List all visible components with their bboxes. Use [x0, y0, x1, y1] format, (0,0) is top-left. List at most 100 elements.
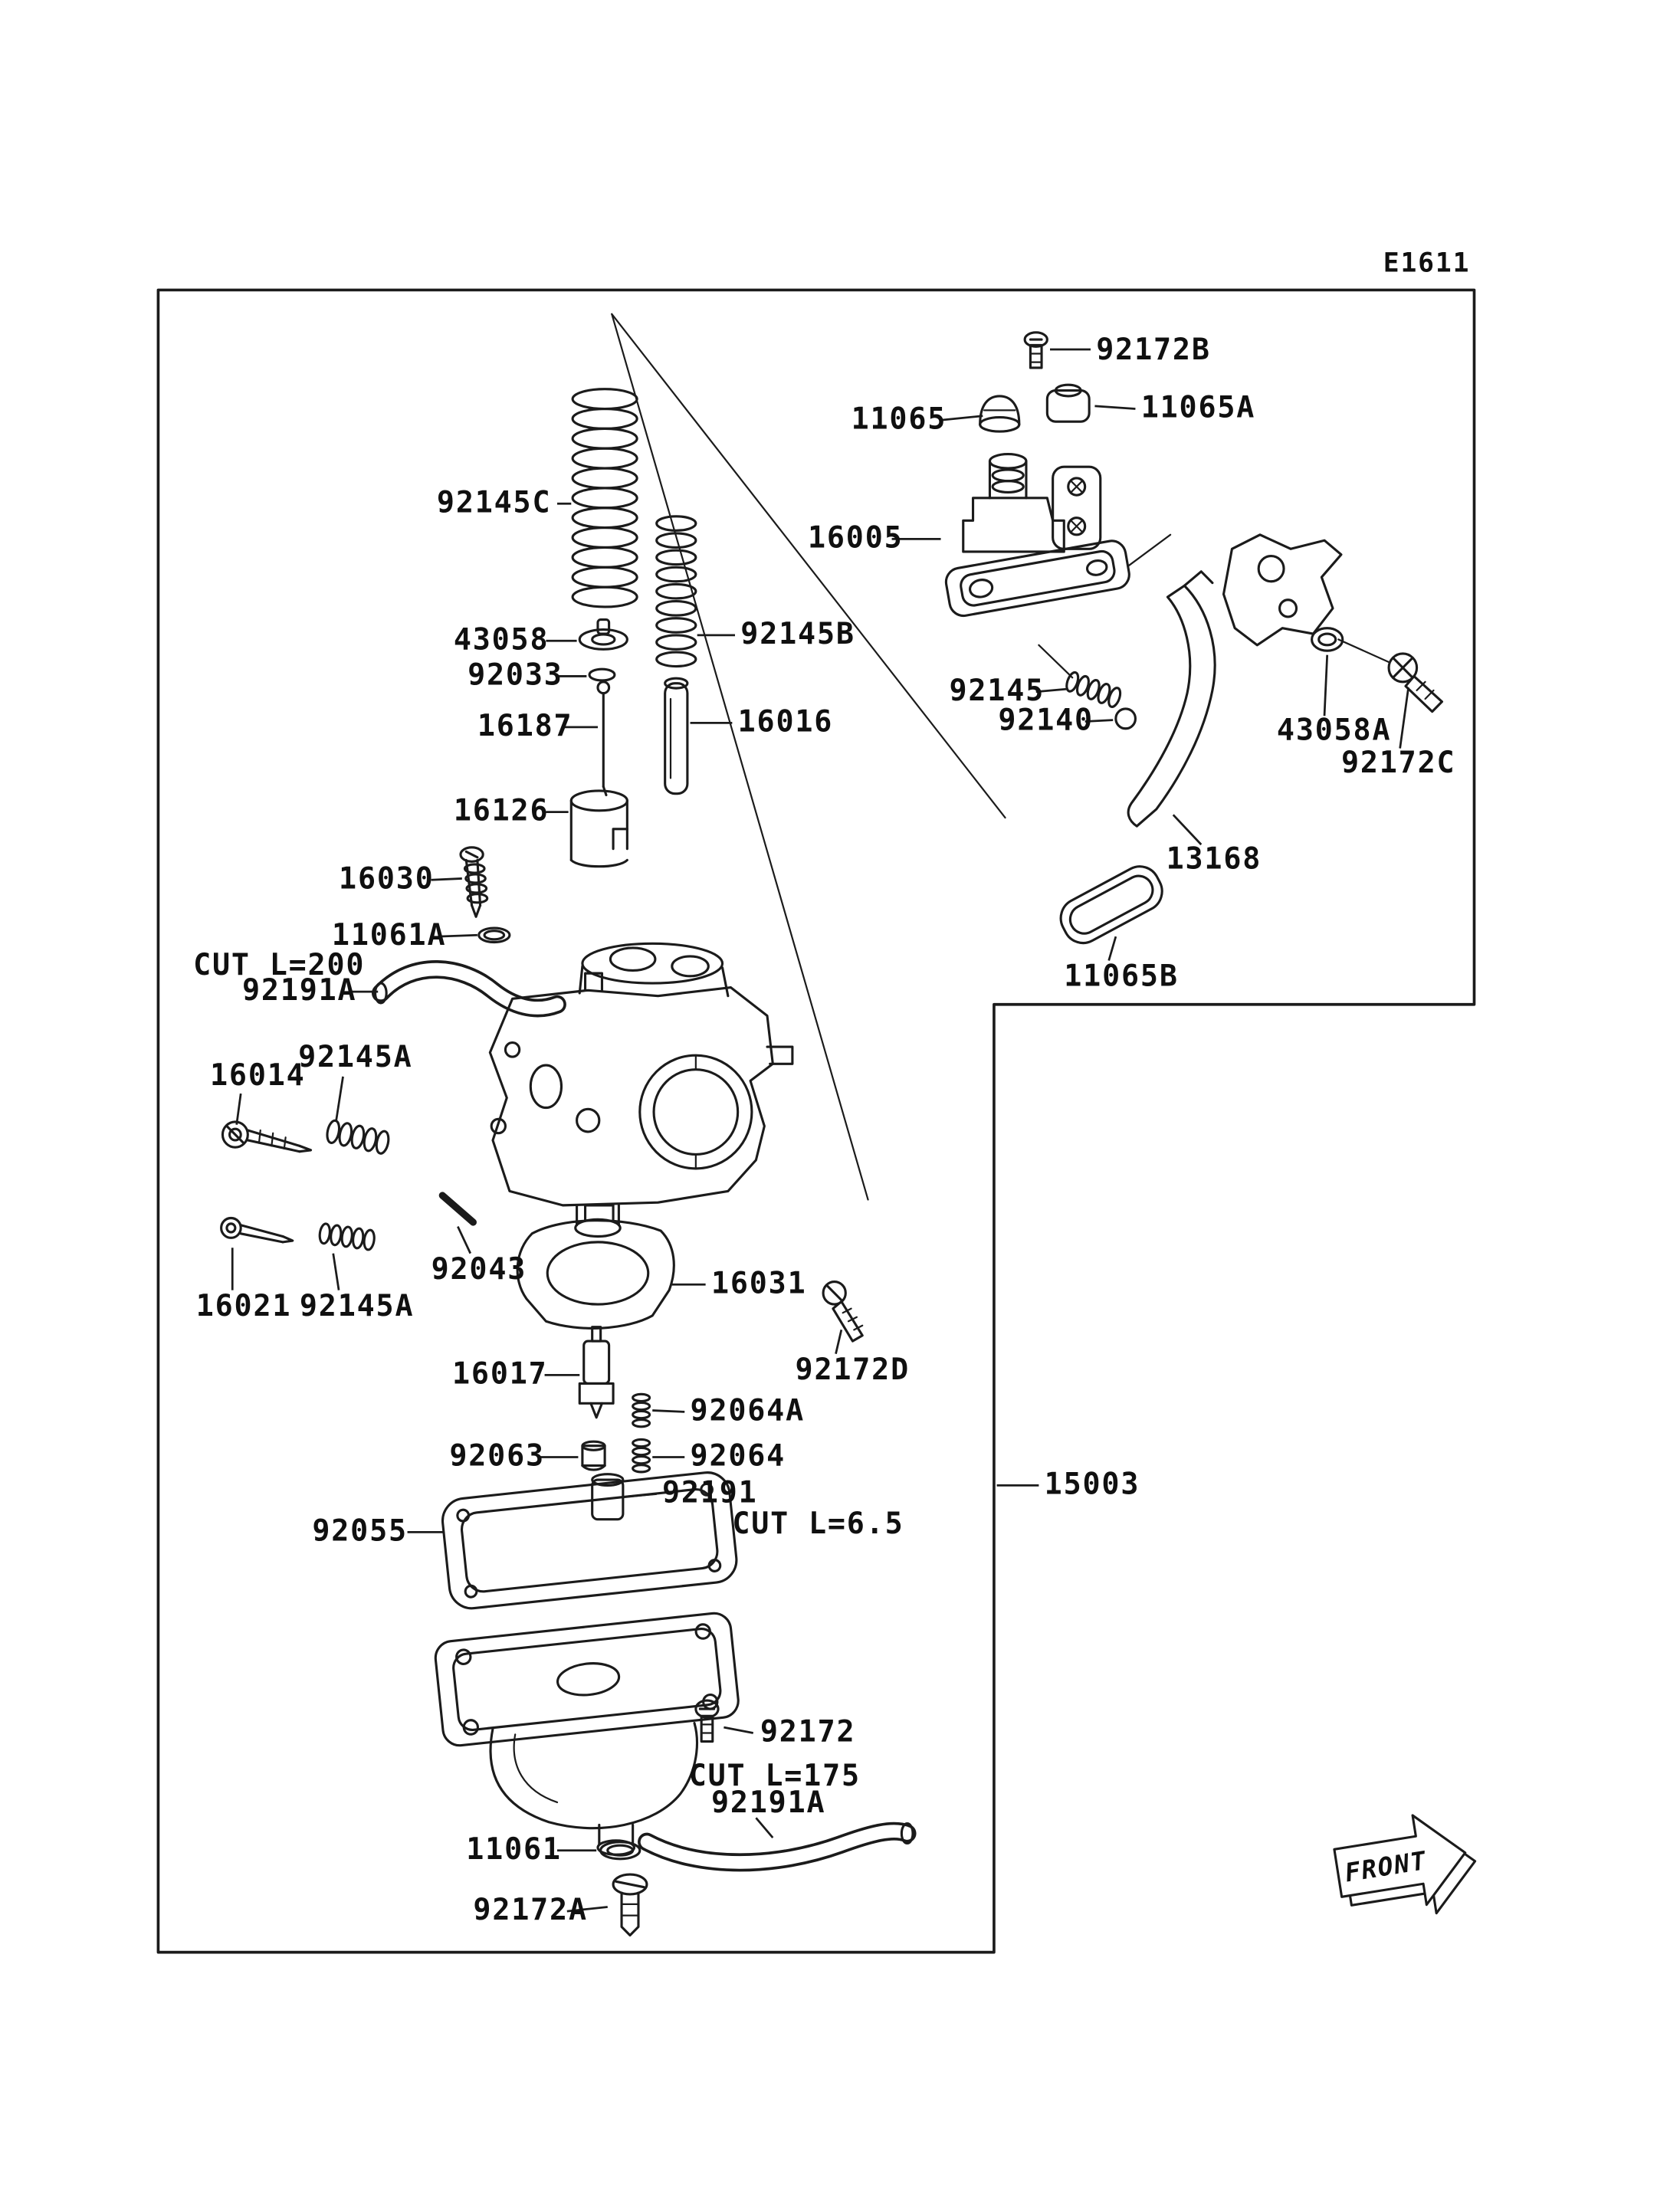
leader-line-11065A: [1094, 405, 1136, 410]
part-label-16005: 16005: [808, 520, 904, 555]
diagram-border: [156, 288, 1476, 1954]
screw-92172B: [1023, 331, 1048, 369]
axis-line-92172C: [1337, 638, 1390, 664]
page-code: E1611: [1383, 248, 1471, 278]
part-label-CUT-L=175: CUT L=175: [689, 1759, 861, 1793]
part-label-92172: 92172: [760, 1714, 856, 1749]
screw-92172: [694, 1699, 720, 1743]
part-label-92191A: 92191A: [242, 973, 356, 1008]
part-label-92064A: 92064A: [691, 1393, 805, 1428]
leader-line-92191: [625, 1493, 657, 1498]
spring-92145: [1065, 671, 1122, 708]
part-label-92055: 92055: [312, 1513, 408, 1548]
part-label-13168: 13168: [1166, 841, 1262, 876]
choke-lever-13168: [1127, 570, 1216, 828]
axis-line-92145: [1038, 644, 1074, 679]
spring-seat-43058: [578, 618, 628, 651]
leader-line-92145A: [332, 1253, 340, 1290]
throttle-valve-16126: [569, 789, 628, 868]
part-label-92145C: 92145C: [437, 485, 551, 520]
throttle-bracket: [1127, 533, 1343, 647]
part-label-92064: 92064: [691, 1438, 786, 1473]
vent-hose-92191A: [371, 960, 566, 1018]
needle-clip-92033: [588, 667, 616, 682]
idle-screw-16030: [459, 846, 489, 918]
carburetor-body: [488, 942, 794, 1238]
diagram-drawing: [220, 313, 1444, 1937]
leader-line-92191A: [755, 1817, 774, 1838]
leader-line-16014: [235, 1093, 242, 1125]
part-label-16126: 16126: [454, 794, 550, 828]
leader-line-92172C: [1399, 687, 1409, 749]
part-label-43058: 43058: [454, 622, 550, 657]
part-label-92172D: 92172D: [796, 1353, 910, 1387]
spring-92145C: [571, 388, 638, 608]
spring-92064A: [632, 1392, 651, 1428]
part-label-16187: 16187: [477, 709, 573, 743]
rod-16016: [664, 677, 689, 795]
spring-92064: [632, 1438, 651, 1474]
part-label-CUT-L=200: CUT L=200: [193, 948, 365, 982]
screw-16021: [220, 1216, 294, 1244]
front-arrow-body: [1333, 1814, 1467, 1907]
o-ring-11061: [599, 1841, 641, 1861]
part-label-92140: 92140: [998, 703, 1094, 737]
leader-line-13168: [1172, 814, 1203, 846]
part-label-11065: 11065: [851, 402, 947, 436]
part-label-11065B: 11065B: [1064, 959, 1178, 994]
front-arrow: FRONT: [1333, 1814, 1477, 1915]
part-label-92172B: 92172B: [1096, 333, 1210, 367]
part-label-92145A: 92145A: [298, 1040, 412, 1074]
assembly-reference-lines: [611, 313, 1006, 1201]
part-label-15003: 15003: [1045, 1467, 1140, 1501]
spring-92145A-upper: [326, 1119, 390, 1155]
screw-92172D: [822, 1280, 864, 1343]
leader-line-11065B: [1107, 936, 1117, 961]
part-label-92063: 92063: [449, 1438, 545, 1473]
part-label-92043: 92043: [431, 1252, 527, 1287]
leader-line-11065: [940, 415, 983, 421]
part-label-43058A: 43058A: [1277, 713, 1391, 747]
drain-hose-92191A: [638, 1822, 917, 1872]
part-label-11065A: 11065A: [1141, 390, 1255, 425]
boot-11065B: [1059, 865, 1163, 945]
jet-needle-16187: [596, 680, 611, 797]
part-label-92145: 92145: [949, 674, 1045, 708]
part-label-92172A: 92172A: [473, 1893, 587, 1927]
part-label-16031: 16031: [711, 1266, 807, 1300]
part-labels-layer: 92172B 11065 11065A 16005 92145C 43058 92145B 9…: [193, 333, 1455, 1927]
cap-11065A: [1045, 383, 1091, 423]
part-label-92172C: 92172C: [1341, 746, 1455, 780]
leader-line-92043: [457, 1225, 471, 1254]
leader-line-43058A: [1323, 654, 1329, 716]
part-label-16016: 16016: [738, 704, 834, 739]
starter-assembly-16005: [944, 453, 1130, 618]
part-label-92033: 92033: [468, 657, 563, 692]
leader-line-92172D: [835, 1330, 843, 1355]
part-label-11061A: 11061A: [332, 918, 446, 953]
ball-92140: [1114, 707, 1137, 730]
part-label-11061: 11061: [466, 1832, 562, 1867]
part-label-92145A: 92145A: [300, 1289, 414, 1323]
pin-92043: [438, 1192, 477, 1226]
leader-line-92172: [724, 1726, 754, 1734]
leader-line-92140: [1084, 719, 1114, 723]
part-label-92191A: 92191A: [711, 1785, 825, 1820]
part-label-16030: 16030: [339, 861, 435, 896]
part-label-CUT-L=6.5: CUT L=6.5: [732, 1507, 904, 1541]
screw-92172C: [1387, 652, 1444, 713]
part-label-92145B: 92145B: [740, 617, 855, 651]
cap-11065: [979, 395, 1021, 433]
part-label-92191: 92191: [662, 1475, 758, 1510]
spring-92145A-lower: [318, 1222, 376, 1251]
part-92063: [581, 1440, 606, 1471]
leader-line-92064A: [652, 1409, 685, 1413]
float-bowl-body: [489, 1721, 698, 1856]
gasket-92055: [441, 1471, 738, 1610]
leader-line-92145: [1035, 687, 1068, 694]
part-label-16017: 16017: [452, 1356, 548, 1391]
spring-92145B: [655, 515, 697, 668]
needle-valve-16017: [578, 1326, 615, 1419]
part-label-16014: 16014: [210, 1058, 306, 1093]
